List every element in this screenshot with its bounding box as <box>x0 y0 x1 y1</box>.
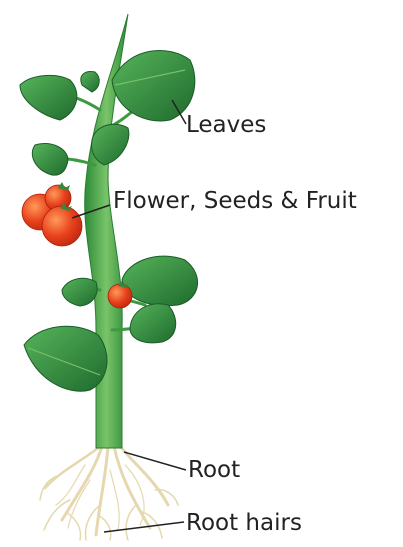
root-hairs-label: Root hairs <box>186 510 302 536</box>
leaves-label: Leaves <box>186 112 266 138</box>
root-label: Root <box>188 457 240 483</box>
root-hairs-pointer <box>104 522 184 532</box>
flower-seeds-fruit-label: Flower, Seeds & Fruit <box>113 188 357 214</box>
